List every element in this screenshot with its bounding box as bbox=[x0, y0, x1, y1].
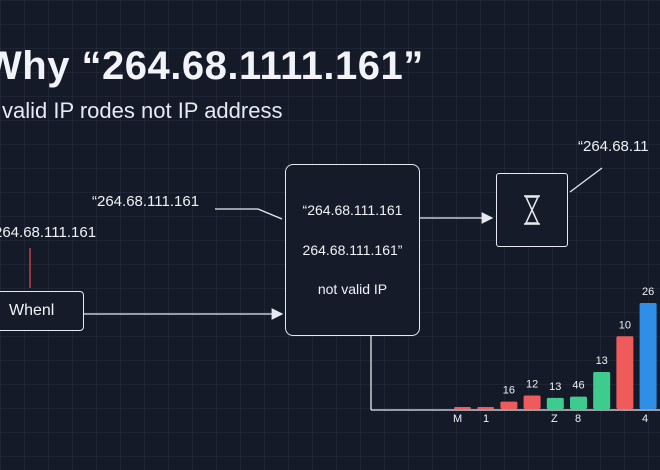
bar-value-label: 16 bbox=[503, 385, 515, 397]
connector-top-right bbox=[569, 167, 603, 193]
bar-value-label: 13 bbox=[596, 355, 608, 367]
chart-bar bbox=[500, 401, 518, 409]
validation-box: “264.68.111.161 264.68.111.161” not vali… bbox=[285, 164, 420, 336]
top-right-ip-label: “264.68.11 bbox=[578, 138, 649, 155]
input-ip-label: “264.68.111.161 bbox=[92, 193, 200, 210]
page-subtitle: valid IP rodes not IP address bbox=[2, 98, 283, 123]
bar-value-label: 13 bbox=[549, 381, 561, 393]
chart-bar bbox=[593, 372, 611, 409]
left-ip-label: 264.68.111.161 bbox=[0, 224, 97, 241]
tick-label: Z bbox=[551, 413, 558, 425]
bar-value-label: 46 bbox=[572, 380, 584, 392]
box-line-1: “264.68.111.161 bbox=[302, 202, 403, 218]
tick-label: M bbox=[453, 413, 463, 425]
chart-bar bbox=[523, 395, 541, 409]
tick-label: 1 bbox=[483, 413, 490, 425]
bar-value-label: 10 bbox=[619, 319, 631, 331]
bar-value-label: 26 bbox=[642, 286, 654, 298]
page-title: Why “264.68.1111.161” bbox=[0, 44, 424, 88]
when-box: Whenl bbox=[0, 291, 84, 331]
tick-label: 8 bbox=[575, 413, 582, 425]
chart-bar bbox=[454, 407, 471, 409]
box-line-2: 264.68.111.161” bbox=[302, 242, 403, 258]
tick-label: 4 bbox=[642, 413, 649, 425]
chart-bar bbox=[570, 396, 587, 409]
bar-value-label: 12 bbox=[526, 378, 538, 390]
chart-bar bbox=[546, 397, 564, 409]
when-label: Whenl bbox=[9, 302, 55, 319]
hourglass-box bbox=[496, 173, 568, 247]
chart-bar bbox=[477, 407, 495, 409]
box-line-3: not valid IP bbox=[317, 281, 388, 297]
chart-bar bbox=[616, 336, 634, 409]
hourglass-icon bbox=[524, 195, 540, 225]
chart-bar bbox=[639, 303, 657, 409]
